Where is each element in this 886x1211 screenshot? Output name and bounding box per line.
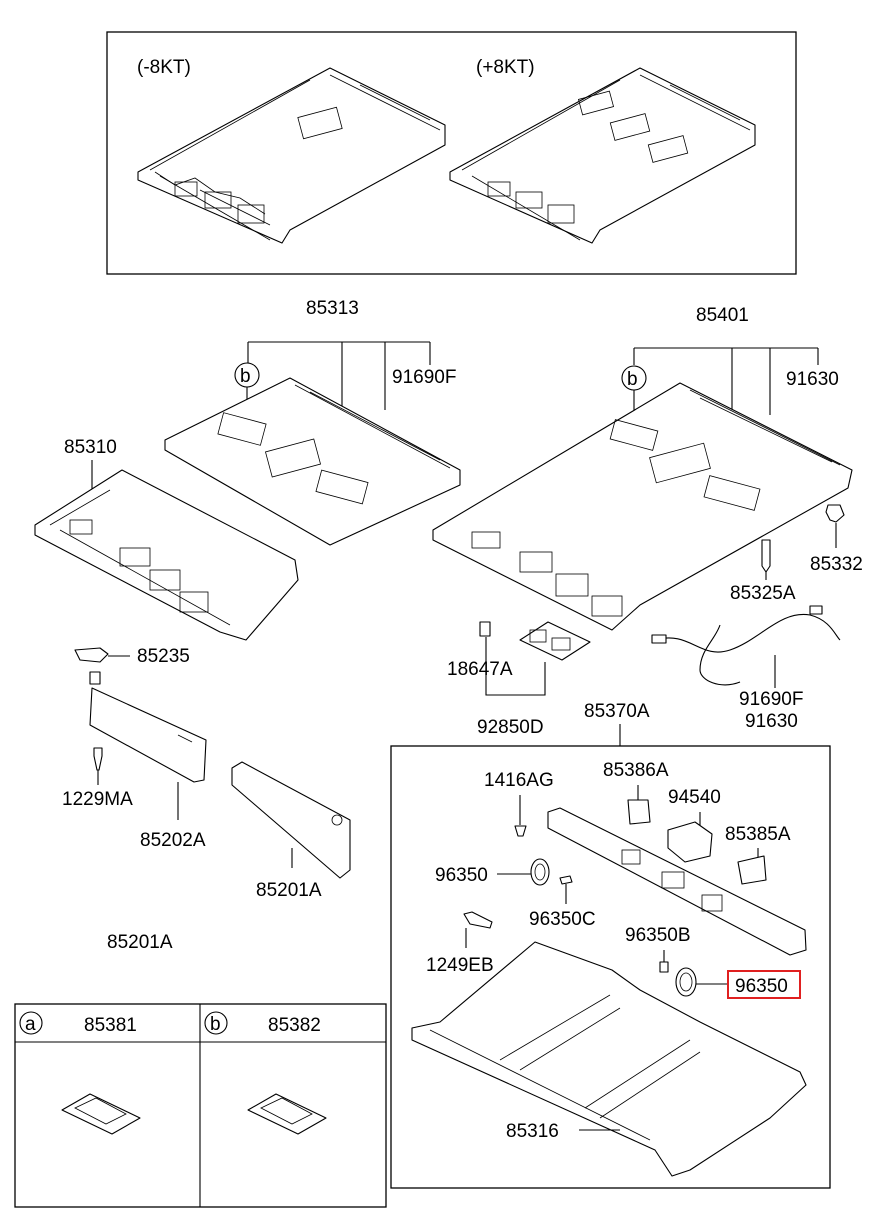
label-96350-left: 96350 [435,865,488,886]
label-91630-bot: 91630 [745,711,798,732]
label-96350-highlight: 96350 [735,976,788,997]
module-94540 [667,821,713,863]
label-85316: 85316 [506,1121,559,1142]
label-85332: 85332 [810,554,863,575]
label-85313: 85313 [306,298,359,319]
bulb-18647A [479,621,491,637]
legend-b-part: 85382 [268,1015,321,1036]
overhead-console [547,807,807,956]
headliner-85313 [164,377,461,546]
lamp-96350-highlight [675,967,697,997]
screw-1229MA [93,747,103,771]
label-91690F-bot: 91690F [739,689,803,710]
label-85310: 85310 [64,437,117,458]
variant-box [106,31,797,275]
legend-table [14,1003,387,1208]
variant-plus-label: (+8KT) [476,57,535,78]
clip-1416AG [514,825,527,837]
room-lamp-92850D [519,621,591,661]
label-85235: 85235 [137,646,190,667]
label-91630-top: 91630 [786,369,839,390]
variant-minus-label: (-8KT) [137,57,191,78]
headliner-minus-8kt [137,67,446,244]
label-91690F-top: 91690F [392,367,456,388]
label-96350C: 96350C [529,909,596,930]
clip-96350B [659,961,669,973]
sun-visor-85201A [231,761,351,879]
cover-85386A [627,799,651,825]
clip-85325A [761,539,771,573]
screw-96350C [559,875,573,885]
label-85401: 85401 [696,305,749,326]
label-85325A: 85325A [730,583,796,604]
label-85370A: 85370A [584,701,650,722]
label-96350B: 96350B [625,925,691,946]
label-1416AG: 1416AG [484,770,554,791]
lamp-96350-left [530,858,550,886]
headliner-85310 [34,469,299,641]
label-85202A: 85202A [140,830,206,851]
map-lamp-85382 [247,1093,327,1135]
legend-a-part: 85381 [84,1015,137,1036]
label-94540: 94540 [668,787,721,808]
legend-b-circle [204,1011,228,1035]
callout-b-right-text: b [627,369,638,390]
label-85385A: 85385A [725,824,791,845]
headliner-frame-85316 [411,941,807,1177]
label-1249EB: 1249EB [426,955,494,976]
screw-1249EB [463,911,493,929]
assembly-85370A-box [390,745,831,1189]
legend-b-key: b [210,1014,221,1035]
label-85386A: 85386A [603,760,669,781]
wiring-harness [651,605,841,686]
leader-85401 [633,347,819,428]
legend-a-circle [19,1011,43,1035]
callout-b-left-text: b [240,366,251,387]
headliner-85401 [432,382,853,631]
label-85201A-visor: 85201A [256,880,322,901]
label-18647A: 18647A [447,659,513,680]
map-lamp-85381 [61,1093,141,1135]
highlight-box-96350 [727,970,801,999]
legend-a-key: a [25,1014,36,1035]
headliner-plus-8kt [449,67,756,244]
label-1229MA: 1229MA [62,789,133,810]
clip-85332 [825,504,845,523]
leader-85313 [247,341,431,428]
sun-visor-85202A [89,671,207,783]
label-92850D: 92850D [477,717,544,738]
cover-85385A [737,855,767,885]
visor-bracket-85235 [74,647,109,663]
label-85201A-note: 85201A [107,932,173,953]
